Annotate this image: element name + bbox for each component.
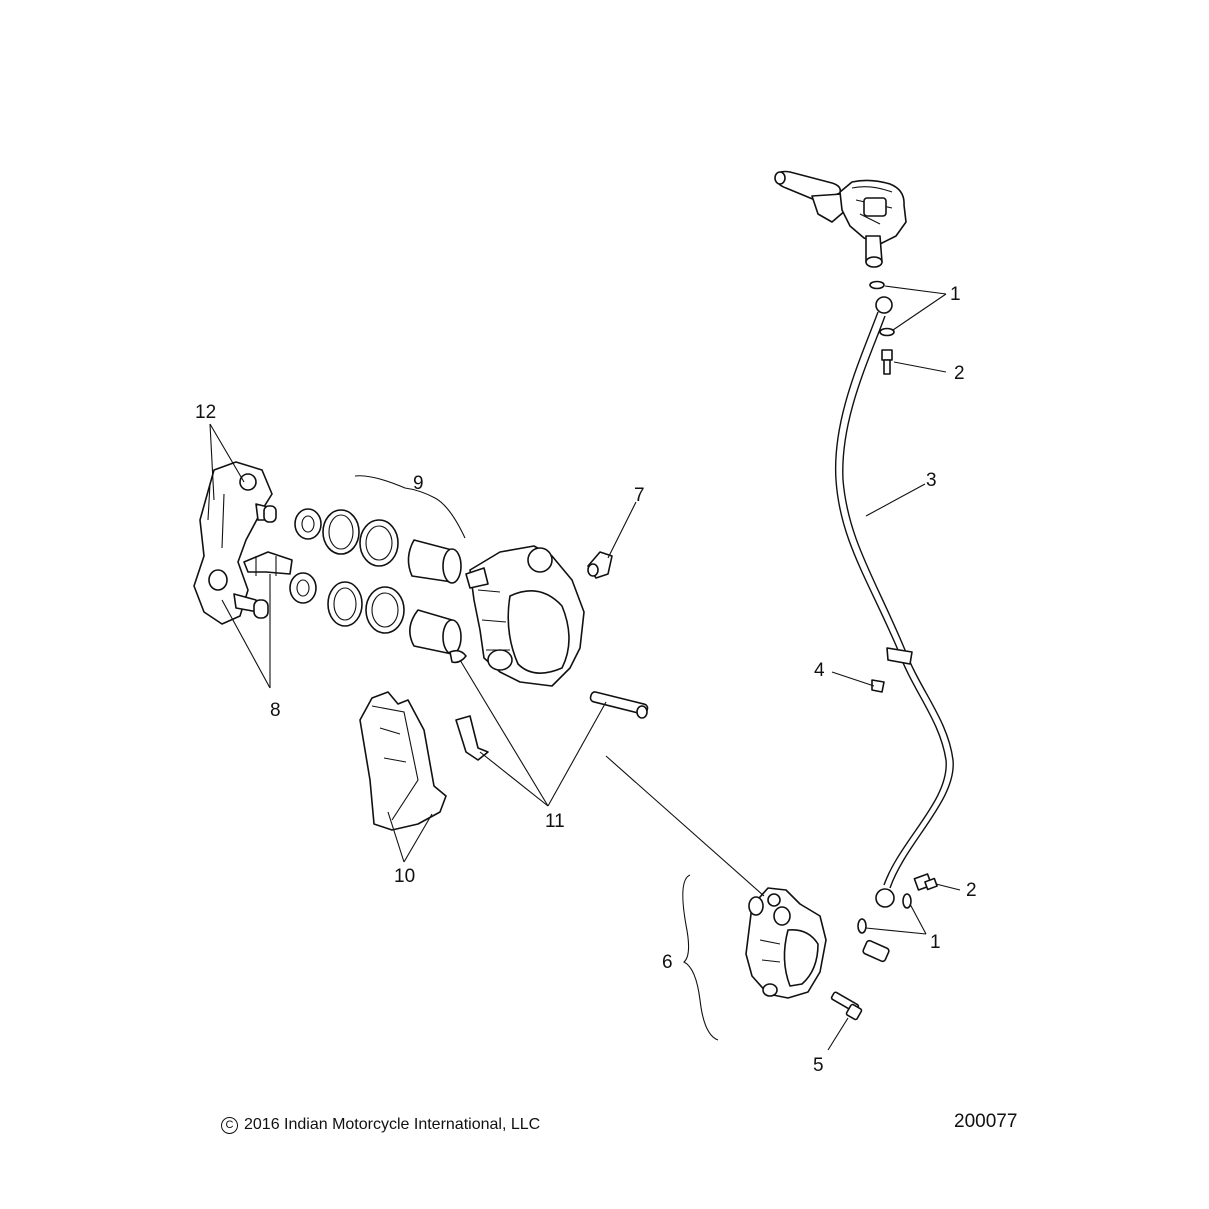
callout-7: 7 [634, 485, 645, 506]
callout-1-bottom: 1 [930, 932, 941, 953]
caliper-mounting-bracket-part [193, 461, 277, 625]
crush-washer-bottom-part [857, 893, 912, 934]
callout-2-bottom: 2 [966, 880, 977, 901]
caliper-body-part [465, 545, 585, 687]
callout-11: 11 [545, 811, 565, 832]
callout-9: 9 [413, 473, 424, 494]
caliper-bolt-part [830, 991, 863, 1021]
callout-6: 6 [662, 952, 673, 973]
callout-12: 12 [195, 402, 216, 423]
callout-2-top: 2 [954, 363, 965, 384]
caliper-assembly-part [745, 887, 827, 999]
callout-8: 8 [270, 700, 281, 721]
brake-pad-set-part [359, 691, 447, 831]
copyright-text: 2016 Indian Motorcycle International, LL… [244, 1116, 541, 1133]
callout-5: 5 [813, 1055, 824, 1076]
callout-3: 3 [926, 470, 937, 491]
drawing-number: 200077 [954, 1111, 1018, 1132]
leader-lines [209, 285, 961, 1051]
callout-1-top: 1 [950, 284, 961, 305]
brake-hose-part [834, 296, 954, 908]
bleeder-valve-part [587, 551, 613, 579]
pad-retainer-clip-part [449, 649, 467, 664]
piston-kit-part [289, 508, 462, 655]
master-cylinder-lever-part [774, 170, 907, 268]
caliper-bracket-brace [682, 874, 719, 1041]
hose-clip-part [871, 679, 885, 693]
pad-spring-part [243, 551, 293, 576]
copyright-notice: C 2016 Indian Motorcycle International, L… [221, 1116, 540, 1134]
copyright-icon: C [221, 1117, 238, 1134]
crush-washer-top-part [869, 280, 895, 337]
anti-rattle-spring-part [455, 715, 489, 761]
callout-labels: 1 2 3 4 5 6 7 8 9 10 11 12 2 1 [195, 284, 977, 1076]
pad-pin-part [589, 691, 649, 719]
caliper-bolt-upper-part [862, 939, 890, 963]
callout-10: 10 [394, 866, 415, 887]
banjo-bolt-bottom-part [913, 873, 938, 891]
callout-4: 4 [814, 660, 825, 681]
piston-kit-brace [354, 475, 466, 539]
banjo-bolt-top-part [881, 349, 893, 375]
